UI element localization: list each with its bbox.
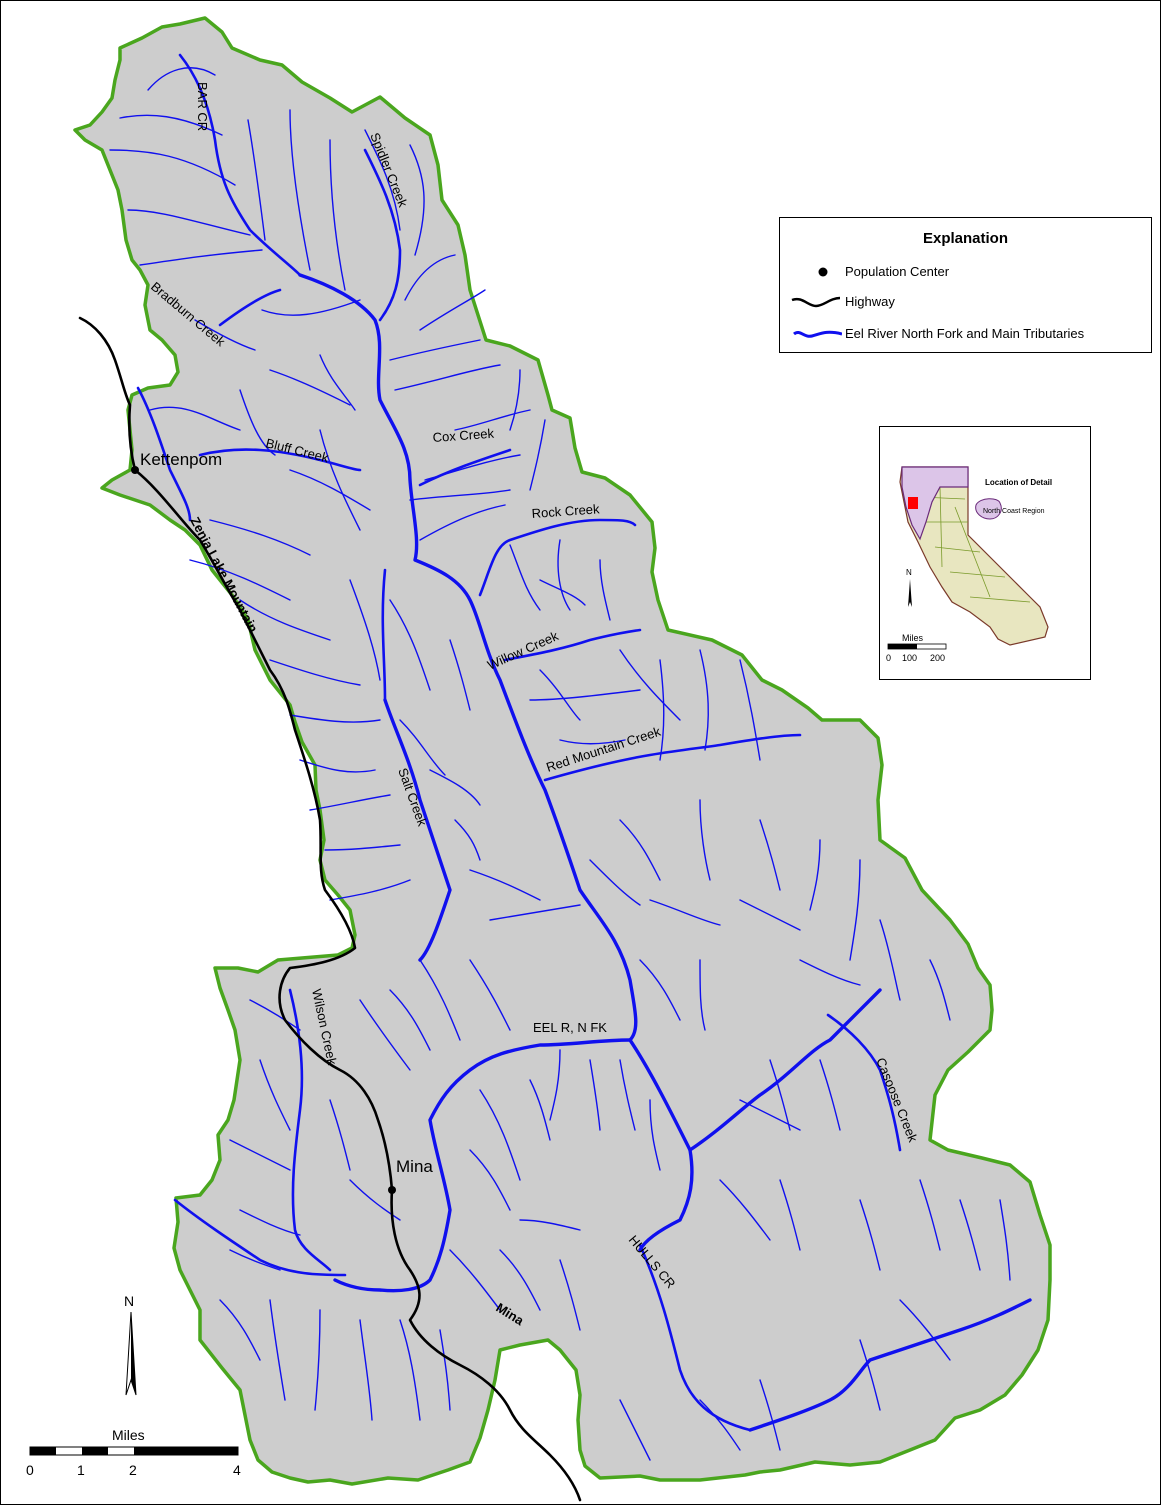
label-rock-creek: Rock Creek xyxy=(531,501,600,521)
detail-location-marker xyxy=(908,497,918,509)
scale-tick-2: 2 xyxy=(129,1462,137,1478)
scale-tick-1: 1 xyxy=(77,1462,85,1478)
population-center-kettenpom xyxy=(131,466,139,474)
inset-title: Location of Detail xyxy=(985,478,1052,487)
inset-location-map: Location of Detail North Coast Region N … xyxy=(879,426,1091,680)
inset-scale-title: Miles xyxy=(902,633,924,643)
scale-tick-4: 4 xyxy=(233,1462,241,1478)
inset-scale-tick-200: 200 xyxy=(930,653,945,663)
scale-bar-title: Miles xyxy=(112,1427,145,1443)
label-mina-place: Mina xyxy=(396,1157,433,1176)
legend-label: Highway xyxy=(845,294,895,309)
legend-label: Population Center xyxy=(845,264,950,279)
black-dot-icon xyxy=(818,267,828,277)
region-swatch-icon xyxy=(975,498,1002,520)
inset-canvas: Location of Detail North Coast Region N … xyxy=(886,466,1052,663)
legend-label: Eel River North Fork and Main Tributarie… xyxy=(845,326,1085,341)
north-arrow-label: N xyxy=(124,1293,134,1309)
label-bar-cr: BAR CR xyxy=(195,82,210,131)
label-eel-r-n-fk: EEL R, N FK xyxy=(533,1020,607,1035)
label-cox-creek: Cox Creek xyxy=(432,426,495,445)
scale-tick-0: 0 xyxy=(26,1462,34,1478)
minor-streams xyxy=(109,67,1011,1461)
inset-region-label: North Coast Region xyxy=(983,508,1045,515)
black-line-icon xyxy=(791,296,841,308)
inset-north-arrow-icon xyxy=(908,579,912,607)
legend-title: Explanation xyxy=(922,230,1008,247)
label-kettenpom: Kettenpom xyxy=(140,450,222,469)
scale-bar: Miles 0 1 2 4 xyxy=(26,1427,241,1478)
north-coast-region-shape xyxy=(901,466,969,541)
inset-scale-tick-100: 100 xyxy=(902,653,917,663)
watershed-boundary xyxy=(73,16,1052,1486)
highway-route xyxy=(78,316,582,1502)
main-river xyxy=(298,273,1032,1432)
inset-scale-tick-0: 0 xyxy=(886,653,891,663)
tributary-streams xyxy=(136,53,902,1432)
blue-wavy-line-icon xyxy=(793,330,842,338)
north-arrow-icon: N xyxy=(124,1293,137,1396)
inset-north-label: N xyxy=(906,568,912,577)
population-center-mina xyxy=(388,1186,396,1194)
legend: Explanation Population Center Highway Ee… xyxy=(779,217,1152,353)
